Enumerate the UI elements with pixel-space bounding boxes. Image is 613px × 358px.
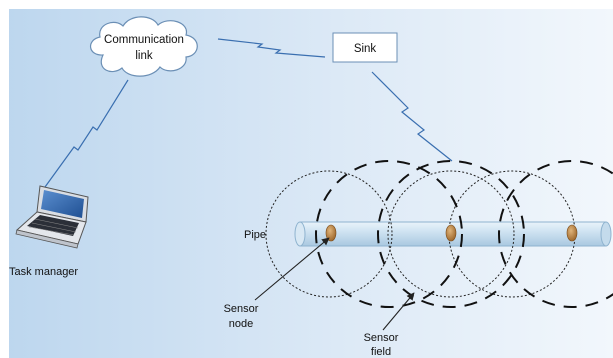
cloud-icon: [90, 16, 198, 77]
sensor-node-icon: [445, 224, 457, 242]
lightning-link-icon: [217, 38, 326, 58]
sensor-field-label-line1: Sensor: [364, 332, 399, 344]
sensor-node-label-line1: Sensor: [224, 303, 259, 315]
sink-box: [332, 32, 398, 63]
task-manager-label: Task manager: [9, 266, 78, 278]
sensor-node-label-line2: node: [229, 318, 253, 330]
sensor-range-circles: [315, 160, 613, 308]
sensor-range-circle: [377, 160, 525, 308]
white-top-band: [0, 0, 613, 9]
sink-label: Sink: [354, 43, 377, 55]
communication-link-label-line1: Communication: [104, 34, 184, 46]
sensor-field-circle: [265, 170, 393, 298]
sensor-field-label-line2: field: [371, 346, 391, 358]
sensor-node-arrow: [254, 237, 330, 301]
sensor-node-icon: [325, 224, 337, 242]
white-left-band: [0, 0, 9, 358]
laptop-icon: [15, 185, 89, 249]
sensor-field-arrow: [382, 292, 415, 331]
sensor-range-circle: [498, 160, 613, 308]
sensor-field-circle: [387, 170, 515, 298]
lightning-link-icon: [44, 79, 129, 188]
lightning-link-icon: [371, 71, 453, 162]
communication-link-label-line2: link: [135, 50, 153, 62]
sensor-nodes: [325, 224, 578, 242]
pipe-label: Pipe: [244, 229, 266, 241]
sensor-range-circle: [315, 160, 463, 308]
sensor-node-icon: [566, 224, 578, 242]
